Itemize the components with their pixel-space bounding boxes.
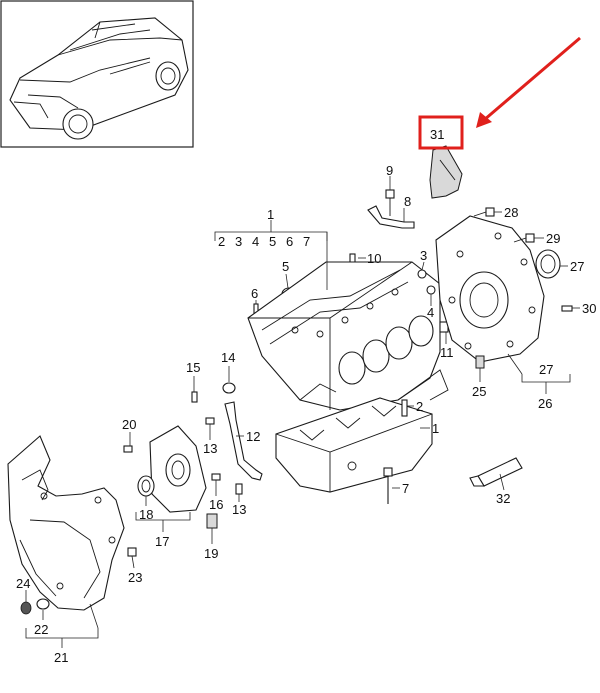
callout-16: 16 bbox=[209, 497, 223, 512]
part-8-pipe bbox=[367, 205, 415, 229]
part-7-bolt bbox=[383, 467, 393, 504]
callout-18: 18 bbox=[139, 507, 153, 522]
callout-20: 20 bbox=[122, 417, 136, 432]
callout-1: 1 bbox=[267, 207, 274, 222]
callout-6: 6 bbox=[251, 286, 258, 301]
highlight-box bbox=[418, 115, 464, 150]
part-25-plug bbox=[475, 355, 485, 369]
engine-block-lower bbox=[275, 397, 433, 493]
part-30-bolt bbox=[561, 305, 573, 312]
part-22-bolt bbox=[36, 598, 50, 610]
callout-2: 2 bbox=[416, 399, 423, 414]
part-28-bolt bbox=[473, 207, 495, 217]
part-23-bolt bbox=[127, 547, 137, 557]
callout-28: 28 bbox=[504, 205, 518, 220]
callout-9: 9 bbox=[386, 163, 393, 178]
callout-27-group: 27 bbox=[539, 362, 553, 377]
callout-26: 26 bbox=[538, 396, 552, 411]
callout-15: 15 bbox=[186, 360, 200, 375]
vehicle-thumbnail-icon bbox=[9, 17, 189, 140]
callout-8: 8 bbox=[404, 194, 411, 209]
part-3-sleeve bbox=[417, 269, 427, 279]
callout-group-1-member-5: 5 bbox=[269, 234, 276, 249]
callout-group-1-member-4: 4 bbox=[252, 234, 259, 249]
part-9-bolt bbox=[385, 189, 395, 216]
callout-3: 3 bbox=[420, 248, 427, 263]
callout-19: 19 bbox=[204, 546, 218, 561]
part-17-front-cover bbox=[149, 425, 207, 513]
highlight-annotation bbox=[418, 36, 581, 150]
part-13-bolt-lower bbox=[235, 483, 243, 495]
part-13-bolt bbox=[205, 417, 215, 425]
part-21-timing-cover bbox=[7, 435, 125, 611]
callout-32: 32 bbox=[496, 491, 510, 506]
callout-31: 31 bbox=[430, 127, 444, 142]
part-26-rear-cover bbox=[435, 215, 545, 363]
highlight-arrow bbox=[483, 36, 581, 122]
callout-13-lower: 13 bbox=[232, 502, 246, 517]
part-24-bolt bbox=[20, 601, 32, 615]
callout-11: 11 bbox=[440, 345, 454, 360]
callout-10: 10 bbox=[367, 251, 381, 266]
callout-29: 29 bbox=[546, 231, 560, 246]
engine-block-upper bbox=[247, 261, 449, 411]
callout-17: 17 bbox=[155, 534, 169, 549]
part-4-sleeve bbox=[426, 285, 436, 295]
part-27-seal bbox=[535, 249, 561, 279]
callout-30: 30 bbox=[582, 301, 596, 316]
part-12-oil-pipe bbox=[224, 401, 263, 481]
part-18-seal bbox=[137, 475, 155, 497]
part-31-cover bbox=[429, 145, 463, 199]
callout-14: 14 bbox=[221, 350, 235, 365]
callout-1-lower: 1 bbox=[432, 421, 439, 436]
callout-labels: 1 2 3 4 5 6 7 9 8 10 5 6 3 4 11 2 1 7 28… bbox=[16, 127, 596, 665]
vehicle-thumbnail bbox=[0, 0, 194, 148]
part-16-bolt bbox=[211, 473, 221, 481]
callout-group-1-member-3: 3 bbox=[235, 234, 242, 249]
callout-4: 4 bbox=[427, 305, 434, 320]
callout-27-seal: 27 bbox=[570, 259, 584, 274]
part-32-tube bbox=[469, 457, 523, 487]
callout-5: 5 bbox=[282, 259, 289, 274]
leader-lines bbox=[25, 176, 580, 648]
callout-24: 24 bbox=[16, 576, 30, 591]
callout-13: 13 bbox=[203, 441, 217, 456]
callout-group-1-member-6: 6 bbox=[286, 234, 293, 249]
callout-group-1-member-2: 2 bbox=[218, 234, 225, 249]
callout-23: 23 bbox=[128, 570, 142, 585]
part-2-bolt bbox=[401, 399, 408, 417]
callout-21: 21 bbox=[54, 650, 68, 665]
part-15-plug bbox=[191, 391, 198, 403]
part-14-ring bbox=[222, 382, 236, 394]
callout-7: 7 bbox=[402, 481, 409, 496]
callout-group-1-member-7: 7 bbox=[303, 234, 310, 249]
callout-22: 22 bbox=[34, 622, 48, 637]
callout-25: 25 bbox=[472, 384, 486, 399]
part-19-plug bbox=[206, 513, 218, 529]
callout-12: 12 bbox=[246, 429, 260, 444]
part-20-bolt bbox=[123, 445, 133, 453]
highlight-arrowhead bbox=[476, 112, 492, 128]
